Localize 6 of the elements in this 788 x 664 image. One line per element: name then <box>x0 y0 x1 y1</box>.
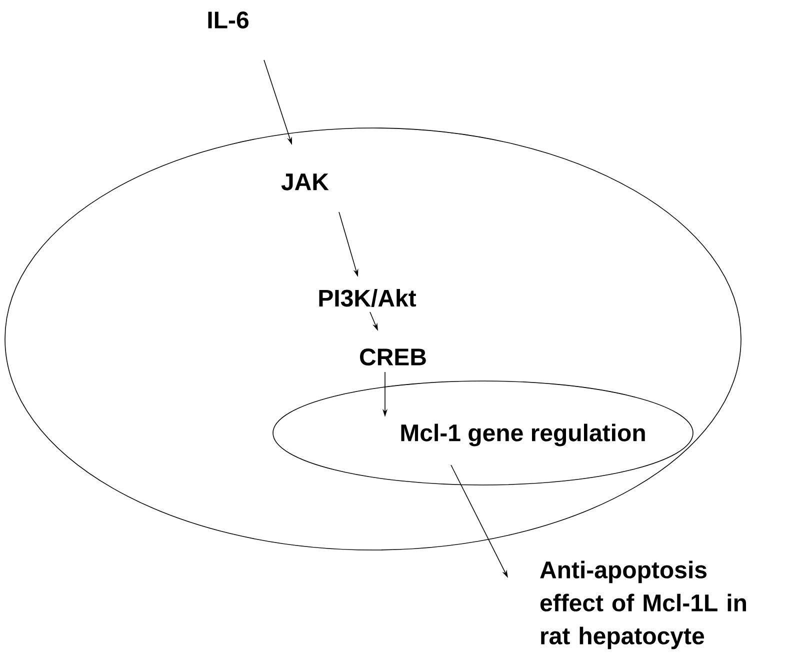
label: JAK <box>281 174 329 190</box>
label: IL-6 <box>208 12 248 28</box>
label: CREB <box>360 348 426 366</box>
cell-outline <box>4 128 742 550</box>
label: PI3K/Akt <box>319 289 416 307</box>
label: Anti-apoptosis effect of Mcl-1L in rat hepatocyte <box>540 560 746 650</box>
